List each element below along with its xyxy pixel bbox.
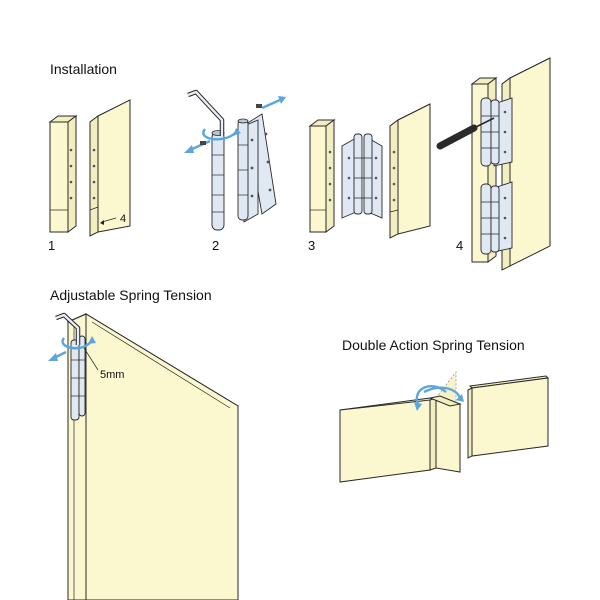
gap-label: 4 xyxy=(120,213,126,225)
step2-illustration xyxy=(184,89,286,231)
double-action-title: Double Action Spring Tension xyxy=(342,337,525,353)
step-1-label: 1 xyxy=(48,238,55,253)
installation-title: Installation xyxy=(50,61,117,77)
adjustable-illustration xyxy=(48,312,240,600)
adjustable-title: Adjustable Spring Tension xyxy=(50,287,212,303)
step-4-label: 4 xyxy=(456,238,463,253)
step-2-label: 2 xyxy=(212,238,219,253)
depth-label: 5mm xyxy=(100,369,124,381)
step4-illustration xyxy=(436,57,551,271)
step1-illustration xyxy=(48,99,131,237)
step3-illustration xyxy=(308,103,431,239)
step-3-label: 3 xyxy=(308,238,315,253)
double-action-illustration xyxy=(339,370,550,483)
